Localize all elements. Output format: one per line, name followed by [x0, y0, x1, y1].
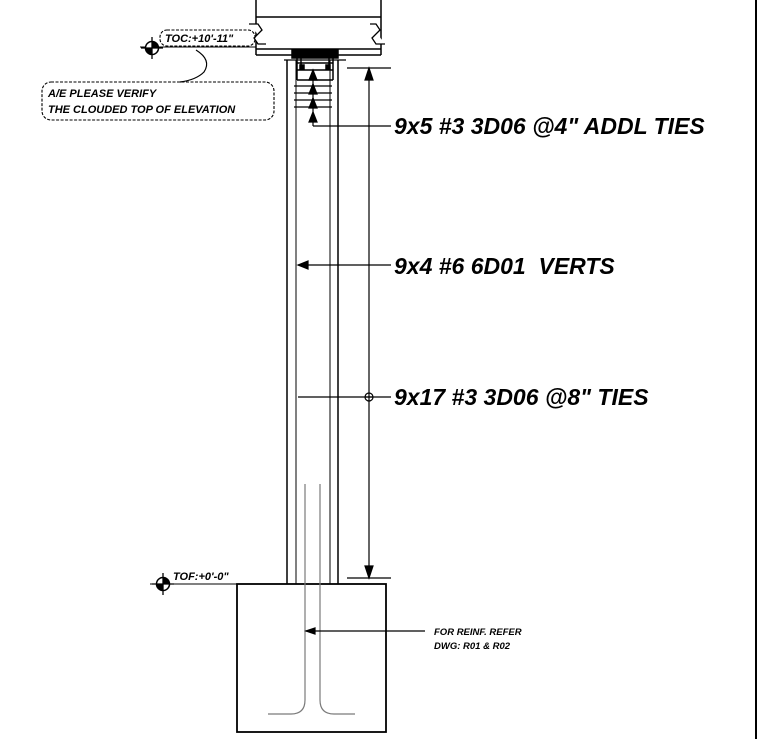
note-revision-cloud — [41, 81, 275, 121]
verticals-leader — [296, 260, 391, 270]
column-vertical-bars — [295, 60, 331, 584]
footing-note-line-1: FOR REINF. REFER — [434, 627, 522, 638]
footing-note-leader — [304, 627, 425, 635]
steel-beam — [255, 0, 382, 56]
footing — [236, 583, 387, 733]
tof-elevation-marker: TOF:+0'-0" — [150, 571, 287, 595]
note-leader — [179, 49, 208, 83]
base-plate — [284, 49, 346, 81]
verticals-callout: 9x4 #6 6D01 VERTS — [394, 253, 615, 279]
toc-revision-cloud — [159, 29, 256, 47]
additional-ties-bracket — [294, 68, 391, 127]
additional-ties-callout: 9x5 #3 3D06 @4" ADDL TIES — [394, 113, 705, 139]
ae-verify-note: A/E PLEASE VERIFY THE CLOUDED TOP OF ELE… — [41, 49, 275, 121]
beam-break-lines — [249, 23, 385, 45]
toc-elevation-label: TOC:+10'-11" — [165, 33, 234, 45]
column-outline — [286, 60, 339, 584]
note-line-2: THE CLOUDED TOP OF ELEVATION — [48, 104, 236, 116]
toc-elevation-marker: TOC:+10'-11" — [140, 29, 256, 59]
dowel-bars — [268, 484, 355, 715]
ties-leader — [298, 392, 391, 402]
dimension-line — [347, 66, 391, 580]
tof-elevation-label: TOF:+0'-0" — [173, 571, 229, 583]
note-line-1: A/E PLEASE VERIFY — [47, 88, 158, 100]
footing-note-line-2: DWG: R01 & R02 — [434, 641, 511, 652]
ties-callout: 9x17 #3 3D06 @8" TIES — [394, 384, 649, 410]
